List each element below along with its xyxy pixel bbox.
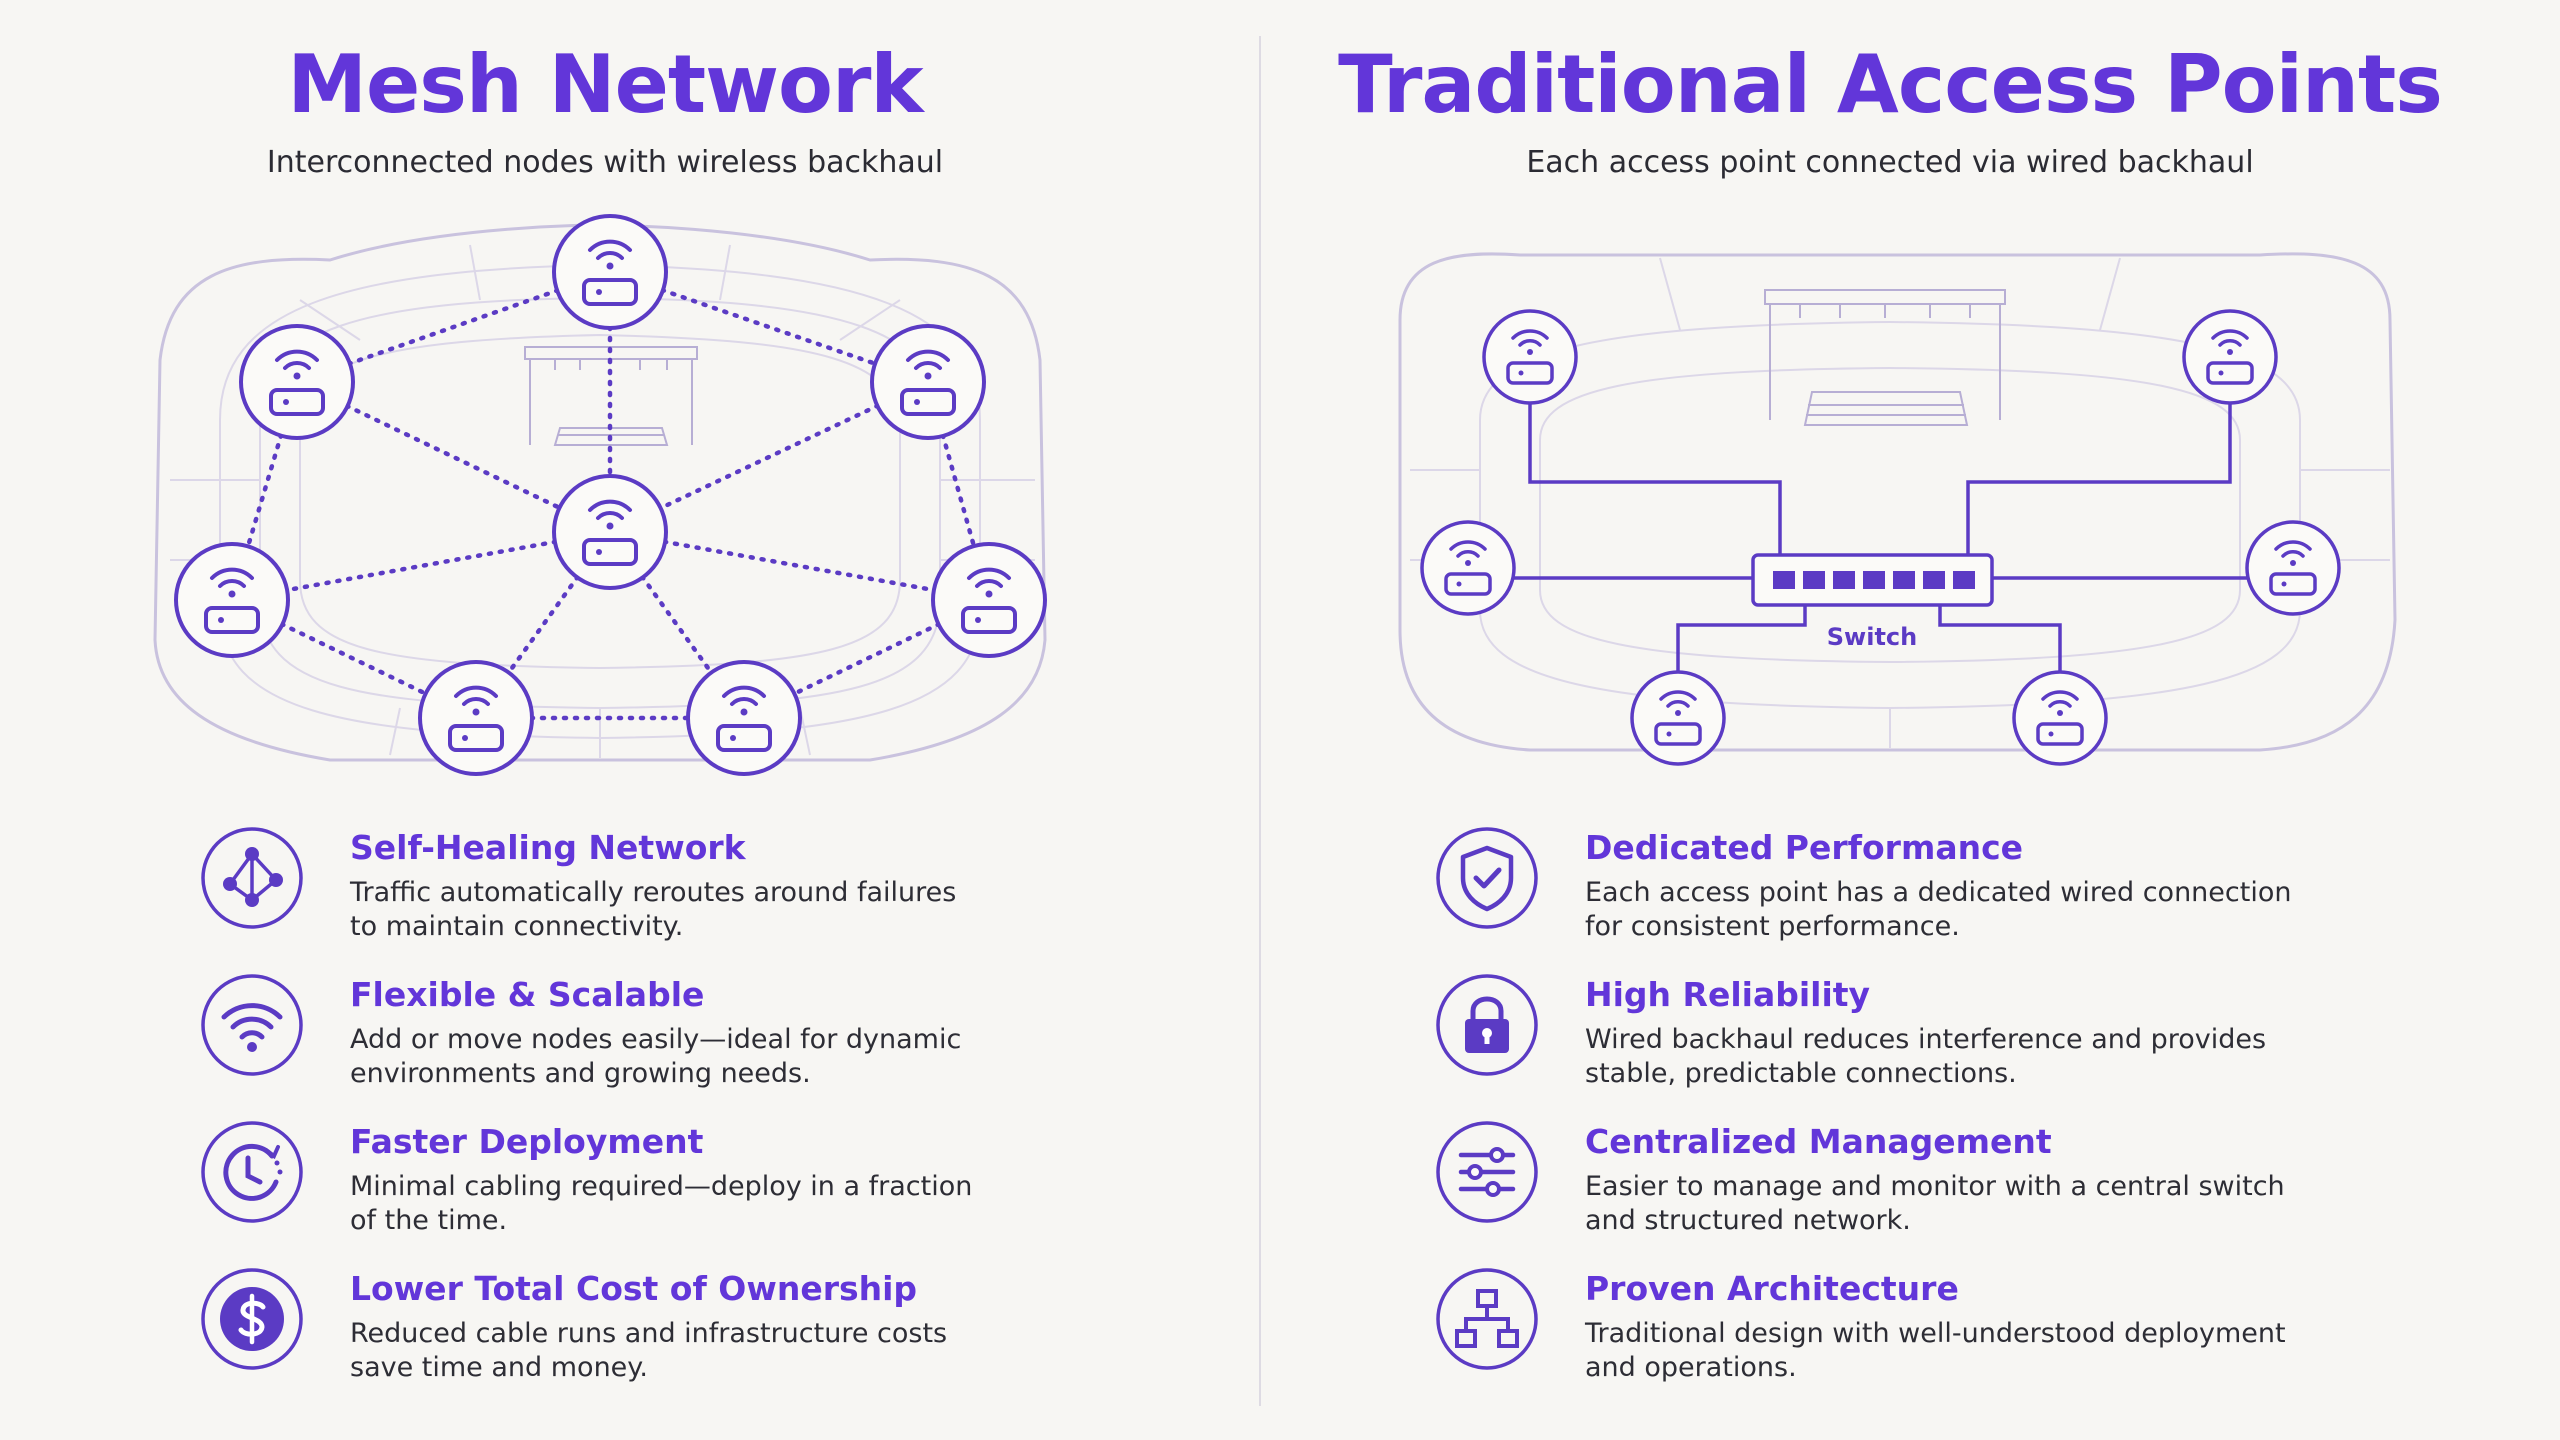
description-line: Traffic automatically reroutes around fa… xyxy=(350,877,957,908)
traditional-panel: Traditional Access Points Each access po… xyxy=(1260,0,2520,1440)
feature-description: Each access point has a dedicated wired … xyxy=(1585,876,2365,944)
description-line: Add or move nodes easily—ideal for dynam… xyxy=(350,1024,962,1055)
mesh-node xyxy=(931,542,1047,658)
description-line: stable, predictable connections. xyxy=(1585,1058,2017,1089)
mesh-node xyxy=(239,324,355,440)
mesh-subtitle: Interconnected nodes with wireless backh… xyxy=(266,145,944,180)
feature-self-healing: Self-Healing Network Traffic automatical… xyxy=(200,820,1100,967)
feature-description: Add or move nodes easily—ideal for dynam… xyxy=(350,1023,1130,1091)
network-switch: Switch xyxy=(1751,553,1994,651)
feature-title: Flexible & Scalable xyxy=(350,975,705,1014)
feature-description: Reduced cable runs and infrastructure co… xyxy=(350,1317,1130,1385)
description-line: Traditional design with well-understood … xyxy=(1585,1318,2286,1349)
feature-title: Centralized Management xyxy=(1585,1122,2052,1161)
shield-check-icon xyxy=(1436,827,1538,929)
feature-cost: Lower Total Cost of Ownership Reduced ca… xyxy=(200,1261,1100,1408)
access-point xyxy=(2182,309,2278,405)
feature-flexible: Flexible & Scalable Add or move nodes ea… xyxy=(200,967,1100,1114)
description-line: and operations. xyxy=(1585,1352,1797,1383)
description-line: Reduced cable runs and infrastructure co… xyxy=(350,1318,948,1349)
feature-reliability: High Reliability Wired backhaul reduces … xyxy=(1435,967,2335,1114)
description-line: Each access point has a dedicated wired … xyxy=(1585,877,2292,908)
feature-title: Faster Deployment xyxy=(350,1122,704,1161)
feature-management: Centralized Management Easier to manage … xyxy=(1435,1114,2335,1261)
description-line: Wired backhaul reduces interference and … xyxy=(1585,1024,2267,1055)
network-nodes-icon xyxy=(201,827,303,929)
description-line: to maintain connectivity. xyxy=(350,911,684,942)
description-line: save time and money. xyxy=(350,1352,649,1383)
traditional-title: Traditional Access Points xyxy=(1338,38,2443,131)
mesh-node xyxy=(552,214,668,330)
feature-description: Wired backhaul reduces interference and … xyxy=(1585,1023,2365,1091)
feature-description: Easier to manage and monitor with a cent… xyxy=(1585,1170,2365,1238)
traditional-diagram: Switch xyxy=(1398,252,2397,766)
mesh-title: Mesh Network xyxy=(287,38,923,131)
mesh-node xyxy=(174,542,290,658)
mesh-panel: Mesh Network Interconnected nodes with w… xyxy=(0,0,1260,1440)
stage xyxy=(1764,289,2006,426)
feature-title: Proven Architecture xyxy=(1585,1269,1959,1308)
description-line: environments and growing needs. xyxy=(350,1058,811,1089)
description-line: Minimal cabling required—deploy in a fra… xyxy=(350,1171,973,1202)
hierarchy-icon xyxy=(1436,1268,1538,1370)
feature-title: High Reliability xyxy=(1585,975,1871,1014)
panel-divider xyxy=(1259,36,1261,1406)
description-line: Easier to manage and monitor with a cent… xyxy=(1585,1171,2285,1202)
feature-description: Traditional design with well-understood … xyxy=(1585,1317,2365,1385)
access-point xyxy=(2245,520,2341,616)
mesh-features: Self-Healing Network Traffic automatical… xyxy=(200,820,1100,1408)
feature-description: Minimal cabling required—deploy in a fra… xyxy=(350,1170,1130,1238)
mesh-node xyxy=(870,324,986,440)
description-line: and structured network. xyxy=(1585,1205,1911,1236)
wired-links xyxy=(1468,395,2293,680)
feature-deployment: Faster Deployment Minimal cabling requir… xyxy=(200,1114,1100,1261)
switch-label: Switch xyxy=(1827,623,1917,651)
mesh-node xyxy=(552,474,668,590)
feature-title: Self-Healing Network xyxy=(350,828,746,867)
description-line: for consistent performance. xyxy=(1585,911,1960,942)
sliders-icon xyxy=(1436,1121,1538,1223)
feature-dedicated: Dedicated Performance Each access point … xyxy=(1435,820,2335,967)
feature-title: Dedicated Performance xyxy=(1585,828,2024,867)
mesh-node xyxy=(418,660,534,776)
mesh-node xyxy=(686,660,802,776)
clock-arrow-icon xyxy=(201,1121,303,1223)
mesh-diagram xyxy=(153,214,1047,776)
feature-title: Lower Total Cost of Ownership xyxy=(350,1269,918,1308)
description-line: of the time. xyxy=(350,1205,508,1236)
traditional-features: Dedicated Performance Each access point … xyxy=(1435,820,2335,1408)
dollar-icon xyxy=(201,1268,303,1370)
access-point xyxy=(1630,670,1726,766)
feature-description: Traffic automatically reroutes around fa… xyxy=(350,876,1130,944)
access-point xyxy=(2012,670,2108,766)
access-point xyxy=(1482,309,1578,405)
venue-outline xyxy=(1398,252,2397,752)
traditional-subtitle: Each access point connected via wired ba… xyxy=(1526,145,2254,180)
access-point xyxy=(1420,520,1516,616)
feature-architecture: Proven Architecture Traditional design w… xyxy=(1435,1261,2335,1408)
wifi-icon xyxy=(201,974,303,1076)
lock-icon xyxy=(1436,974,1538,1076)
